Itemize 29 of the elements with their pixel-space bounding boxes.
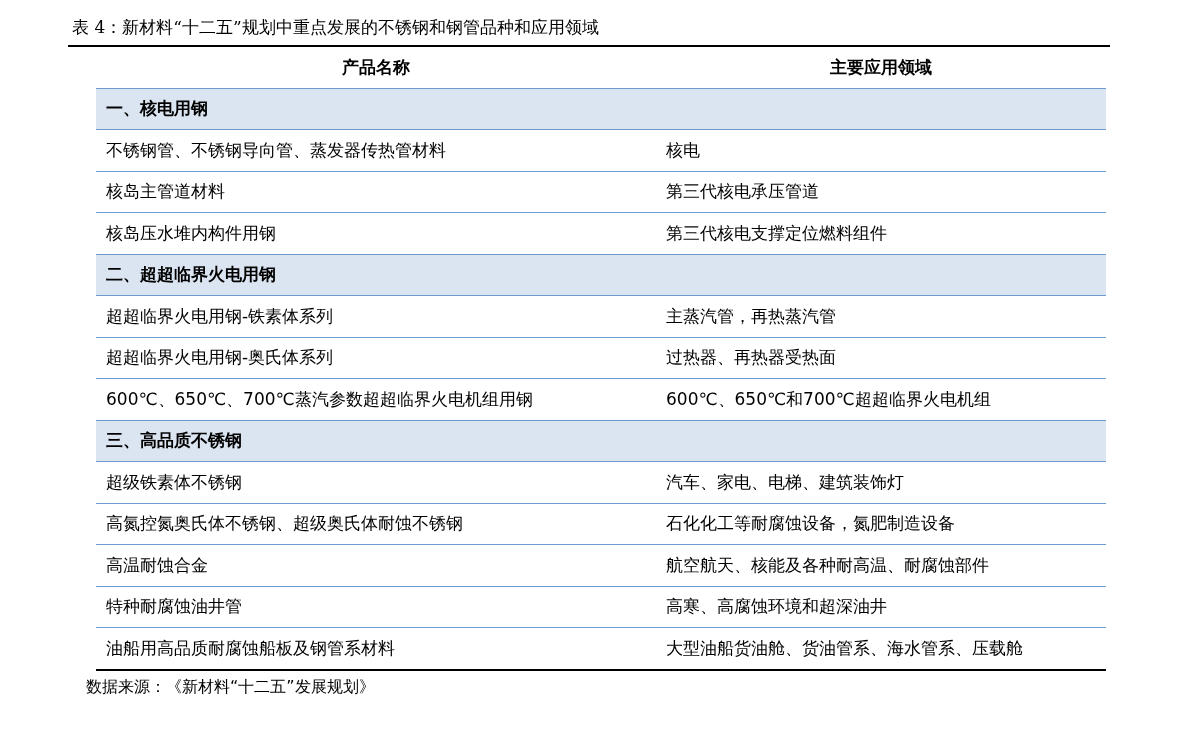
table-cell: 高氮控氮奥氏体不锈钢、超级奥氏体耐蚀不锈钢	[96, 503, 656, 545]
table-cell: 主蒸汽管，再热蒸汽管	[656, 295, 1106, 337]
table-cell: 高寒、高腐蚀环境和超深油井	[656, 586, 1106, 628]
column-header: 产品名称	[96, 47, 656, 88]
table-cell: 600℃、650℃、700℃蒸汽参数超超临界火电机组用钢	[96, 378, 656, 420]
table-cell: 大型油船货油舱、货油管系、海水管系、压载舱	[656, 627, 1106, 670]
table-cell: 超超临界火电用钢-铁素体系列	[96, 295, 656, 337]
table-cell: 第三代核电承压管道	[656, 171, 1106, 213]
section-header: 三、高品质不锈钢	[96, 420, 1106, 462]
table-cell: 600℃、650℃和700℃超超临界火电机组	[656, 378, 1106, 420]
table-cell: 第三代核电支撑定位燃料组件	[656, 212, 1106, 254]
table-cell: 不锈钢管、不锈钢导向管、蒸发器传热管材料	[96, 129, 656, 171]
table-title: 表 4：新材料“十二五”规划中重点发展的不锈钢和钢管品种和应用领域	[68, 10, 1110, 47]
table-cell: 核电	[656, 129, 1106, 171]
table-cell: 特种耐腐蚀油井管	[96, 586, 656, 628]
table-cell: 超级铁素体不锈钢	[96, 461, 656, 503]
table-cell: 核岛主管道材料	[96, 171, 656, 213]
column-header: 主要应用领域	[656, 47, 1106, 88]
table-cell: 石化化工等耐腐蚀设备，氮肥制造设备	[656, 503, 1106, 545]
table-cell: 航空航天、核能及各种耐高温、耐腐蚀部件	[656, 544, 1106, 586]
table-cell: 过热器、再热器受热面	[656, 337, 1106, 379]
table-cell: 核岛压水堆内构件用钢	[96, 212, 656, 254]
source-note: 数据来源：《新材料“十二五”发展规划》	[85, 675, 375, 698]
table-cell: 超超临界火电用钢-奥氏体系列	[96, 337, 656, 379]
section-header: 二、超超临界火电用钢	[96, 254, 1106, 296]
table-cell: 油船用高品质耐腐蚀船板及钢管系材料	[96, 627, 656, 670]
section-header: 一、核电用钢	[96, 88, 1106, 130]
table-cell: 高温耐蚀合金	[96, 544, 656, 586]
table-cell: 汽车、家电、电梯、建筑装饰灯	[656, 461, 1106, 503]
